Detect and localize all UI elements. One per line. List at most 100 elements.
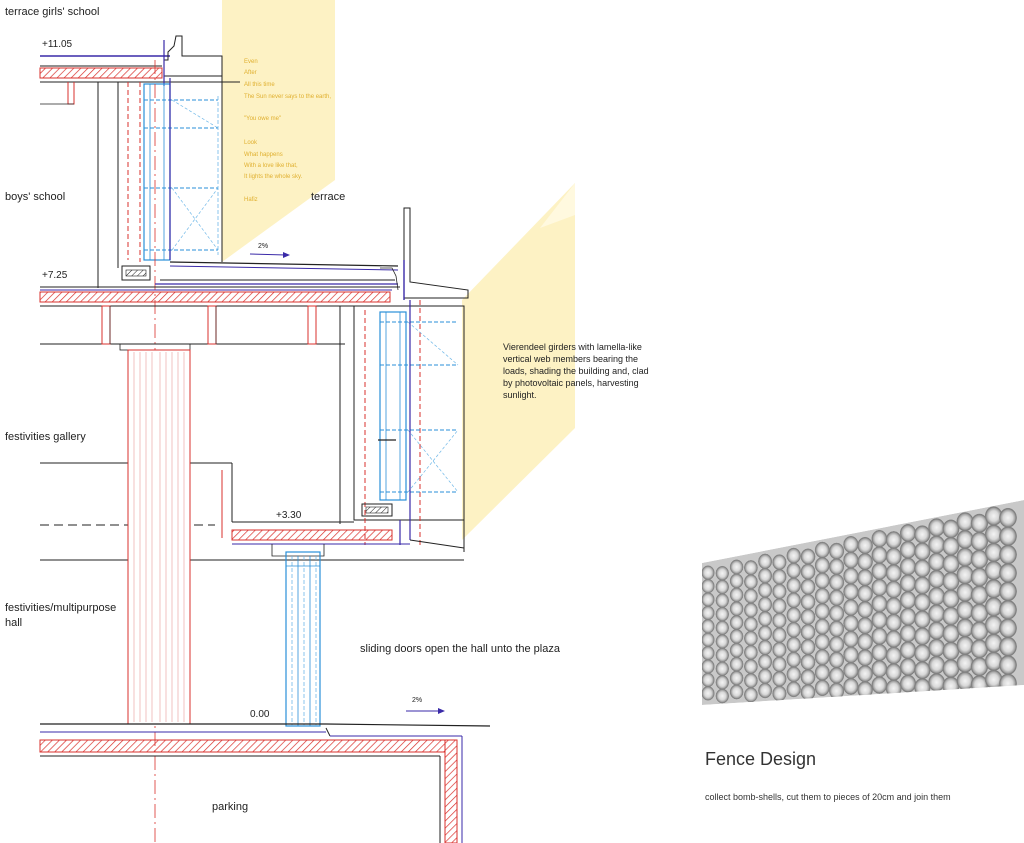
fence-tube [956,671,974,691]
level-ground: 0.00 [250,709,270,720]
fence-tube [857,649,873,667]
fence-tube [829,558,845,575]
fence-tube [999,544,1017,565]
fence-tube [899,657,917,676]
upper-facade [97,76,223,288]
fence-tube [843,583,859,601]
fence-tube [885,663,902,681]
fence-tube [744,588,758,604]
fence-render [702,500,1024,705]
fence-tube [914,678,931,697]
fence-tube [814,572,830,589]
fence-tube [744,658,758,675]
fence-tube [857,585,873,603]
fence-tube [772,685,787,702]
fence-tube [702,672,715,688]
fence-tube [843,599,859,616]
label-multipurpose-line1: festivities/multipurpose [5,602,116,614]
upper-terrace-slab [39,261,400,345]
fence-tube [814,648,830,666]
terrace-parapet [380,207,469,300]
label-multipurpose-line2: hall [5,617,22,629]
fence-tube [829,542,845,560]
fence-tube [885,679,902,698]
fence-tube [956,636,974,655]
fence-tube [885,630,902,648]
fence-tube [702,659,715,674]
fence-tube [814,679,830,697]
fence-tube [999,563,1017,583]
fence-title: Fence Design [705,749,816,769]
fence-tube [999,526,1017,547]
fence-tube [999,636,1017,657]
fence-tube [871,578,888,597]
girder-note-line: Vierendeel girders with lamella-like [503,342,642,352]
fence-tube [729,615,744,630]
fence-tube [857,553,873,571]
fence-tube [843,630,859,648]
poem-line: What happens [244,152,283,158]
fence-tube [999,599,1017,620]
fence-tube [871,562,888,580]
top-slab [39,55,240,105]
fence-tube [999,507,1017,528]
fence-tube [857,633,873,651]
fence-tube [956,565,974,585]
label-boys-school: boys' school [5,191,65,203]
fence-tube [899,624,917,643]
fence-tube [871,529,888,548]
fence-tube [899,674,917,693]
fence-tube [857,536,873,555]
fence-tube [800,684,816,701]
fence-tube [829,682,845,700]
fence-tube [702,578,715,594]
fence-tube [899,557,917,576]
sun-beam-upper [222,0,335,262]
fence-tube [857,665,873,683]
label-festivities-gallery: festivities gallery [5,431,86,443]
fence-tube [885,646,902,665]
fence-tube [729,642,744,658]
fence-tube [843,614,859,632]
fence-tube [857,617,873,635]
fence-tube [702,686,715,701]
level-top: +11.05 [42,39,73,50]
fence-tube [829,635,845,653]
fence-tube [786,651,801,668]
terrace-slope-arrow [249,252,290,258]
fence-tube [956,653,974,673]
fence-tube [914,525,931,544]
fence-tube [702,632,715,647]
fence-tube [899,607,917,626]
fence-tube [786,666,801,683]
fence-tube [772,568,787,585]
fence-tube [772,671,787,687]
fence-tube [786,636,801,653]
girder-note-line: loads, shading the building and, clad [503,366,649,376]
fence-tube [871,611,888,629]
fence-tube [744,644,758,660]
fence-tube [829,620,845,638]
fence-tube [999,618,1017,639]
fence-tube [800,654,816,671]
label-sliding-doors: sliding doors open the hall unto the pla… [360,643,561,655]
girder-note-line: sunlight. [503,390,537,400]
fence-tube [928,604,945,623]
poem-line: "You owe me" [244,116,281,122]
fence-tube [843,567,859,585]
fence-tube [999,581,1017,602]
fence-tube [843,662,859,680]
fence-tube [871,660,888,678]
fence-tube [758,639,773,656]
fence-tube [702,619,715,634]
poem-line: Hafiz [244,197,258,203]
fence-tube [786,592,801,609]
level-upper: +7.25 [42,270,68,281]
fence-tube [729,684,744,700]
fence-tube [715,620,729,636]
fence-tube [786,607,801,623]
fence-tube [744,560,758,576]
fence-tube [772,612,787,629]
fence-tube [800,593,816,610]
